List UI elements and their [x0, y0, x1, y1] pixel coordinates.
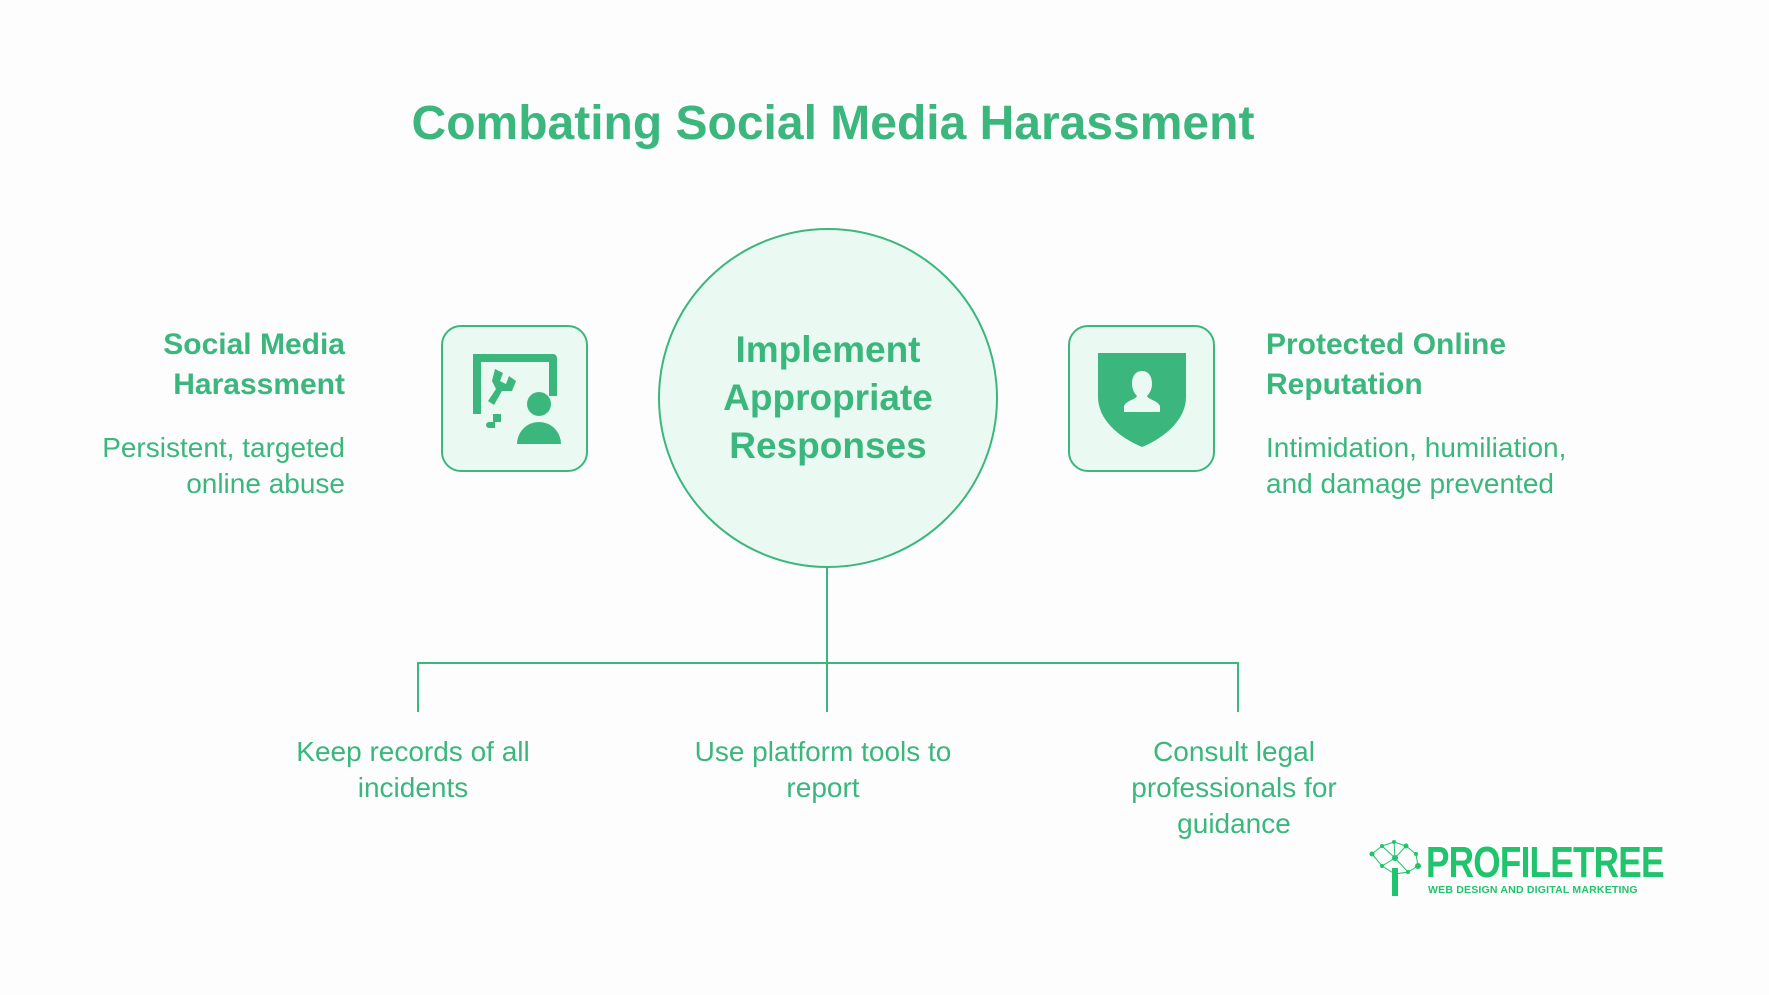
page-title: Combating Social Media Harassment [411, 97, 1255, 150]
step-line: professionals for [1131, 772, 1337, 803]
step-platform-tools: Use platform tools to report [663, 734, 983, 806]
center-node: Implement Appropriate Responses [658, 228, 998, 568]
reputation-icon-box [1068, 325, 1215, 472]
logo-name: PROFILETREE [1426, 838, 1664, 887]
step-line: incidents [357, 772, 469, 803]
right-description: Intimidation, humiliation, and damage pr… [1266, 430, 1566, 502]
center-label-line: Appropriate [723, 377, 933, 418]
connector-drop-right [1237, 662, 1239, 712]
step-line: guidance [1177, 808, 1291, 839]
connector-horizontal [417, 662, 1239, 664]
step-line: Consult legal [1153, 736, 1315, 767]
profiletree-logo: PROFILETREE WEB DESIGN AND DIGITAL MARKE… [1368, 838, 1664, 898]
step-line: report [786, 772, 860, 803]
step-legal-professionals: Consult legal professionals for guidance [1074, 734, 1394, 842]
left-description-line: online abuse [186, 468, 345, 499]
center-label: Implement Appropriate Responses [723, 326, 933, 470]
right-heading-line: Reputation [1266, 368, 1423, 401]
step-keep-records: Keep records of all incidents [253, 734, 573, 806]
connector-drop-left [417, 662, 419, 712]
shield-user-icon [1097, 352, 1186, 447]
logo-tagline: WEB DESIGN AND DIGITAL MARKETING [1428, 884, 1638, 896]
right-description-line: Intimidation, humiliation, [1266, 432, 1567, 463]
connector-trunk [826, 566, 828, 712]
left-description-line: Persistent, targeted [102, 432, 345, 463]
left-heading-line: Harassment [173, 368, 345, 401]
right-heading: Protected Online Reputation [1266, 325, 1506, 405]
left-description: Persistent, targeted online abuse [102, 430, 345, 502]
tree-logo-icon [1369, 840, 1421, 896]
left-heading-line: Social Media [163, 328, 345, 361]
harassment-icon-box [441, 325, 588, 472]
monitor-user-tools-icon [472, 353, 561, 444]
step-line: Keep records of all [296, 736, 530, 767]
right-heading-line: Protected Online [1266, 328, 1507, 361]
left-heading: Social Media Harassment [163, 325, 345, 405]
right-description-line: and damage prevented [1266, 468, 1554, 499]
step-line: Use platform tools to [694, 736, 952, 767]
center-label-line: Responses [729, 425, 927, 466]
center-label-line: Implement [735, 329, 921, 370]
